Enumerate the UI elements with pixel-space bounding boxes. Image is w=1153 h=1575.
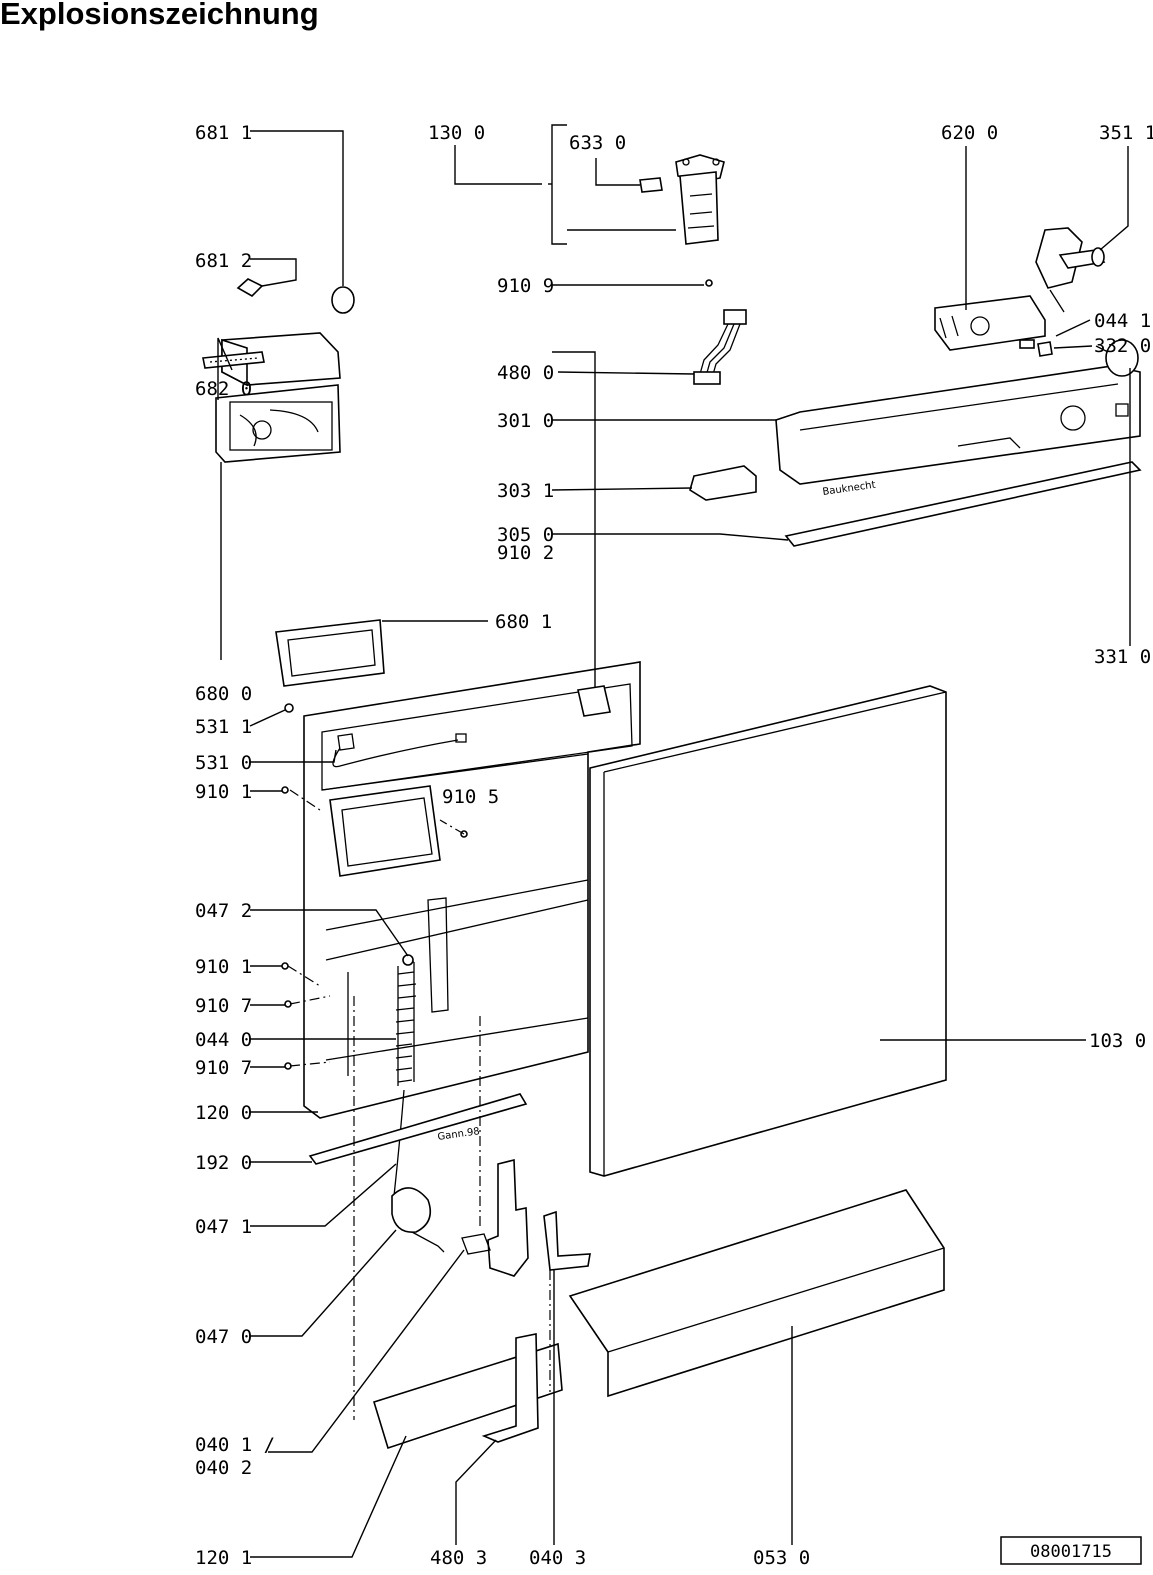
drawing-number: 08001715 <box>1030 1542 1112 1562</box>
label-910-1-upper: 910 1 <box>195 781 252 803</box>
leader-lines <box>217 124 1131 1558</box>
label-332-0: 332 0 <box>1094 335 1151 357</box>
label-040-1: 040 1 / <box>195 1434 275 1456</box>
label-192-0: 192 0 <box>195 1152 252 1174</box>
program-timer-part <box>934 295 1046 351</box>
label-305-0: 305 0 <box>497 524 554 546</box>
label-331-0: 331 0 <box>1094 646 1151 668</box>
bracket-0403-part <box>543 1210 591 1271</box>
label-910-7-lower: 910 7 <box>195 1057 252 1079</box>
drawing-number-box: 08001715 <box>1000 1536 1142 1565</box>
door-latch-part <box>675 154 725 245</box>
label-120-1: 120 1 <box>195 1547 252 1569</box>
base-strip-part <box>373 1342 563 1450</box>
screw-9109-part <box>705 279 713 287</box>
part-labels: 681 1 130 0 633 0 620 0 351 1 681 2 910 … <box>195 122 1153 1569</box>
foot-bracket-part <box>481 1333 539 1443</box>
gasket-part <box>275 619 385 687</box>
cable-pulley-part <box>391 1187 445 1253</box>
label-103-0: 103 0 <box>1089 1030 1146 1052</box>
label-480-0: 480 0 <box>497 362 554 384</box>
knob-shaft-part <box>1035 227 1106 313</box>
label-053-0: 053 0 <box>753 1547 810 1569</box>
label-681-2: 681 2 <box>195 250 252 272</box>
door-panel-part <box>589 685 947 1177</box>
label-620-0: 620 0 <box>941 122 998 144</box>
label-910-7-upper: 910 7 <box>195 995 252 1017</box>
label-044-0: 044 0 <box>195 1029 252 1051</box>
dispenser-housing-part <box>202 332 341 463</box>
page-title: Explosionszeichnung <box>0 0 319 31</box>
inner-door-part <box>303 661 641 1119</box>
control-knob-part <box>1095 339 1139 377</box>
label-531-0: 531 0 <box>195 752 252 774</box>
label-044-1: 044 1 <box>1094 310 1151 332</box>
label-351-1: 351 1 <box>1099 122 1153 144</box>
label-130-0: 130 0 <box>428 122 485 144</box>
hinge-bracket-part <box>461 1158 529 1277</box>
label-633-0: 633 0 <box>569 132 626 154</box>
brand-mark: Bauknecht <box>822 480 876 498</box>
label-680-1: 680 1 <box>495 611 552 633</box>
trim-strip-part <box>784 461 1142 547</box>
label-040-3: 040 3 <box>529 1547 586 1569</box>
label-910-5: 910 5 <box>442 786 499 808</box>
screw-9101a-part <box>281 786 289 794</box>
label-047-0: 047 0 <box>195 1326 252 1348</box>
axis-line <box>287 789 465 1067</box>
kick-plate-part <box>568 1189 945 1398</box>
label-301-0: 301 0 <box>497 410 554 432</box>
date-mark: Gann.98 <box>437 1126 481 1143</box>
label-910-9: 910 9 <box>497 275 554 297</box>
label-040-2: 040 2 <box>195 1457 252 1479</box>
label-047-1: 047 1 <box>195 1216 252 1238</box>
door-cable-part <box>393 1089 405 1197</box>
label-303-1: 303 1 <box>497 480 554 502</box>
spring-part <box>1019 339 1035 349</box>
label-531-1: 531 1 <box>195 716 252 738</box>
label-120-0: 120 0 <box>195 1102 252 1124</box>
label-910-2: 910 2 <box>497 542 554 564</box>
label-682-0: 682 0 <box>195 378 252 400</box>
bottom-strip-part <box>308 1093 528 1165</box>
wiring-harness-part <box>693 309 747 385</box>
label-047-2: 047 2 <box>195 900 252 922</box>
label-480-3: 480 3 <box>430 1547 487 1569</box>
micro-switch-part <box>639 177 663 193</box>
screw-9101b-part <box>281 962 289 970</box>
seal-ring-part <box>331 286 355 314</box>
clip-part <box>236 278 264 297</box>
screw-5311-part <box>284 703 294 713</box>
label-681-1: 681 1 <box>195 122 252 144</box>
label-910-1-lower: 910 1 <box>195 956 252 978</box>
label-680-0: 680 0 <box>195 683 252 705</box>
bushing-part <box>1037 341 1053 357</box>
handle-part <box>689 465 757 501</box>
